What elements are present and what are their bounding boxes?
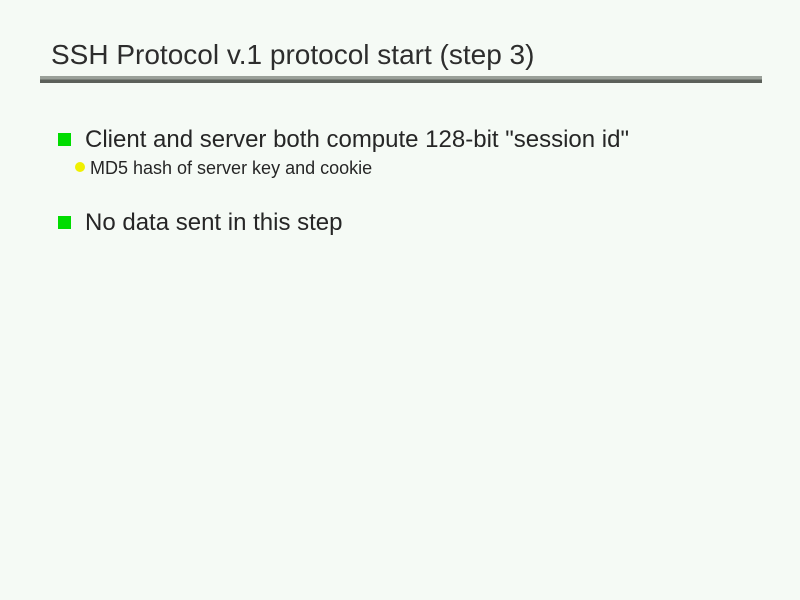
title-underline-rule xyxy=(40,76,762,83)
bullet-text: No data sent in this step xyxy=(85,209,343,236)
list-item: MD5 hash of server key and cookie xyxy=(75,155,758,181)
bullet-text: Client and server both compute 128-bit "… xyxy=(85,126,629,153)
page-title: SSH Protocol v.1 protocol start (step 3) xyxy=(51,39,535,70)
green-square-bullet-icon xyxy=(58,216,71,229)
list-item: No data sent in this step xyxy=(58,206,758,239)
bullet-text: MD5 hash of server key and cookie xyxy=(90,158,373,178)
yellow-circle-bullet-icon xyxy=(75,162,85,172)
list-item: Client and server both compute 128-bit "… xyxy=(58,123,758,156)
green-square-bullet-icon xyxy=(58,133,71,146)
bullet-list: Client and server both compute 128-bit "… xyxy=(58,123,758,239)
